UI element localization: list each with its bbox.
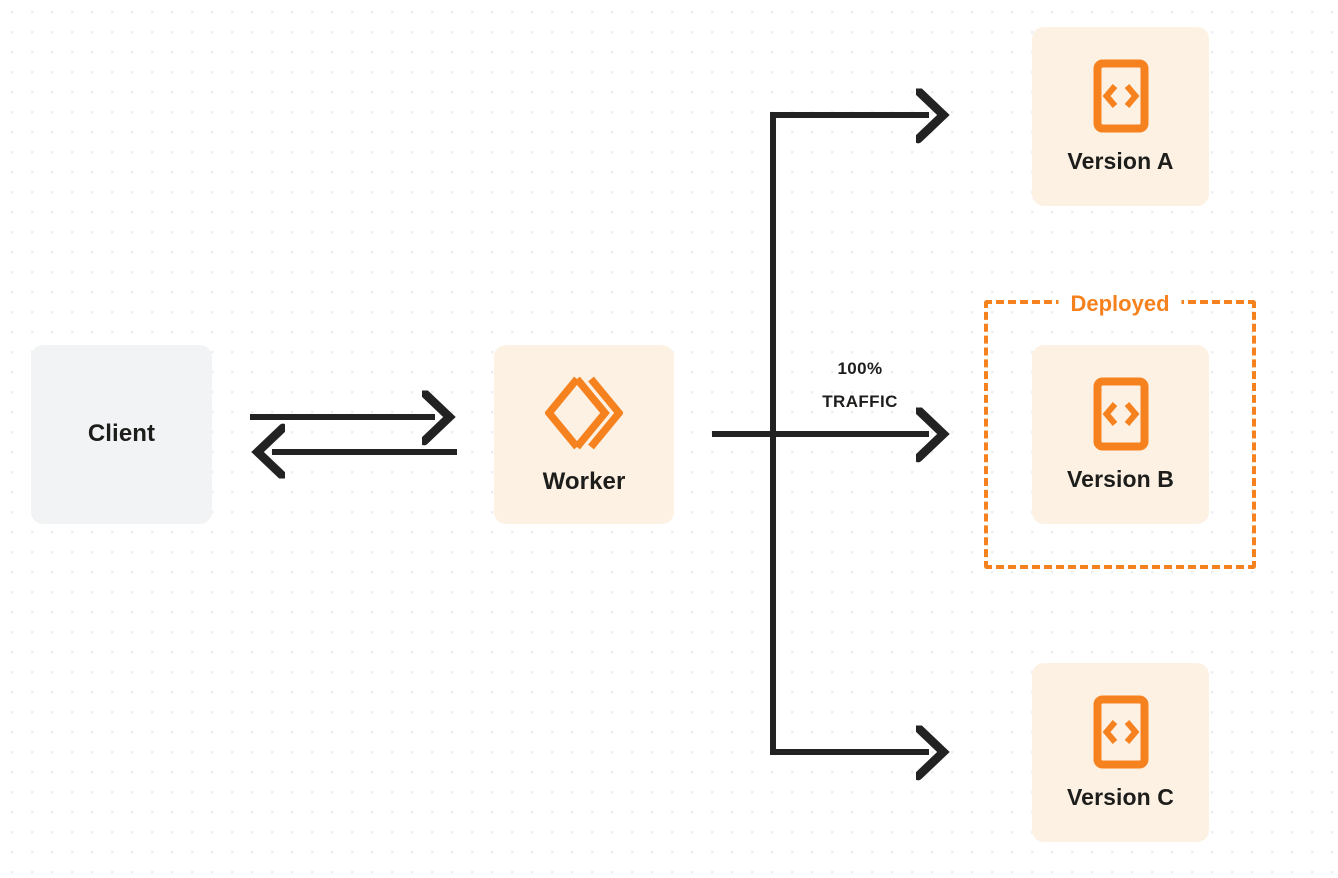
cloudflare-workers-logo-icon	[545, 373, 623, 453]
code-brackets-icon	[1093, 377, 1149, 451]
node-version-b-label: Version B	[1067, 465, 1174, 492]
deployed-group-boundary: Deployed	[984, 289, 1256, 569]
node-client[interactable]: Client	[31, 345, 212, 524]
traffic-percent: 100%	[837, 359, 883, 378]
node-client-label: Client	[87, 420, 156, 448]
node-version-a-label: Version A	[1067, 147, 1174, 174]
node-version-b[interactable]: Version B	[1032, 345, 1209, 524]
code-brackets-icon	[1093, 59, 1149, 133]
code-brackets-icon	[1093, 695, 1149, 769]
node-version-a[interactable]: Version A	[1032, 27, 1209, 206]
node-worker-label: Worker	[542, 468, 626, 496]
node-version-c[interactable]: Version C	[1032, 663, 1209, 842]
deployed-group-label: Deployed	[1058, 289, 1182, 319]
node-version-c-label: Version C	[1067, 783, 1174, 810]
node-worker[interactable]: Worker	[494, 345, 674, 524]
traffic-label: 100% TRAFFIC	[795, 352, 925, 418]
traffic-word: TRAFFIC	[822, 392, 898, 412]
